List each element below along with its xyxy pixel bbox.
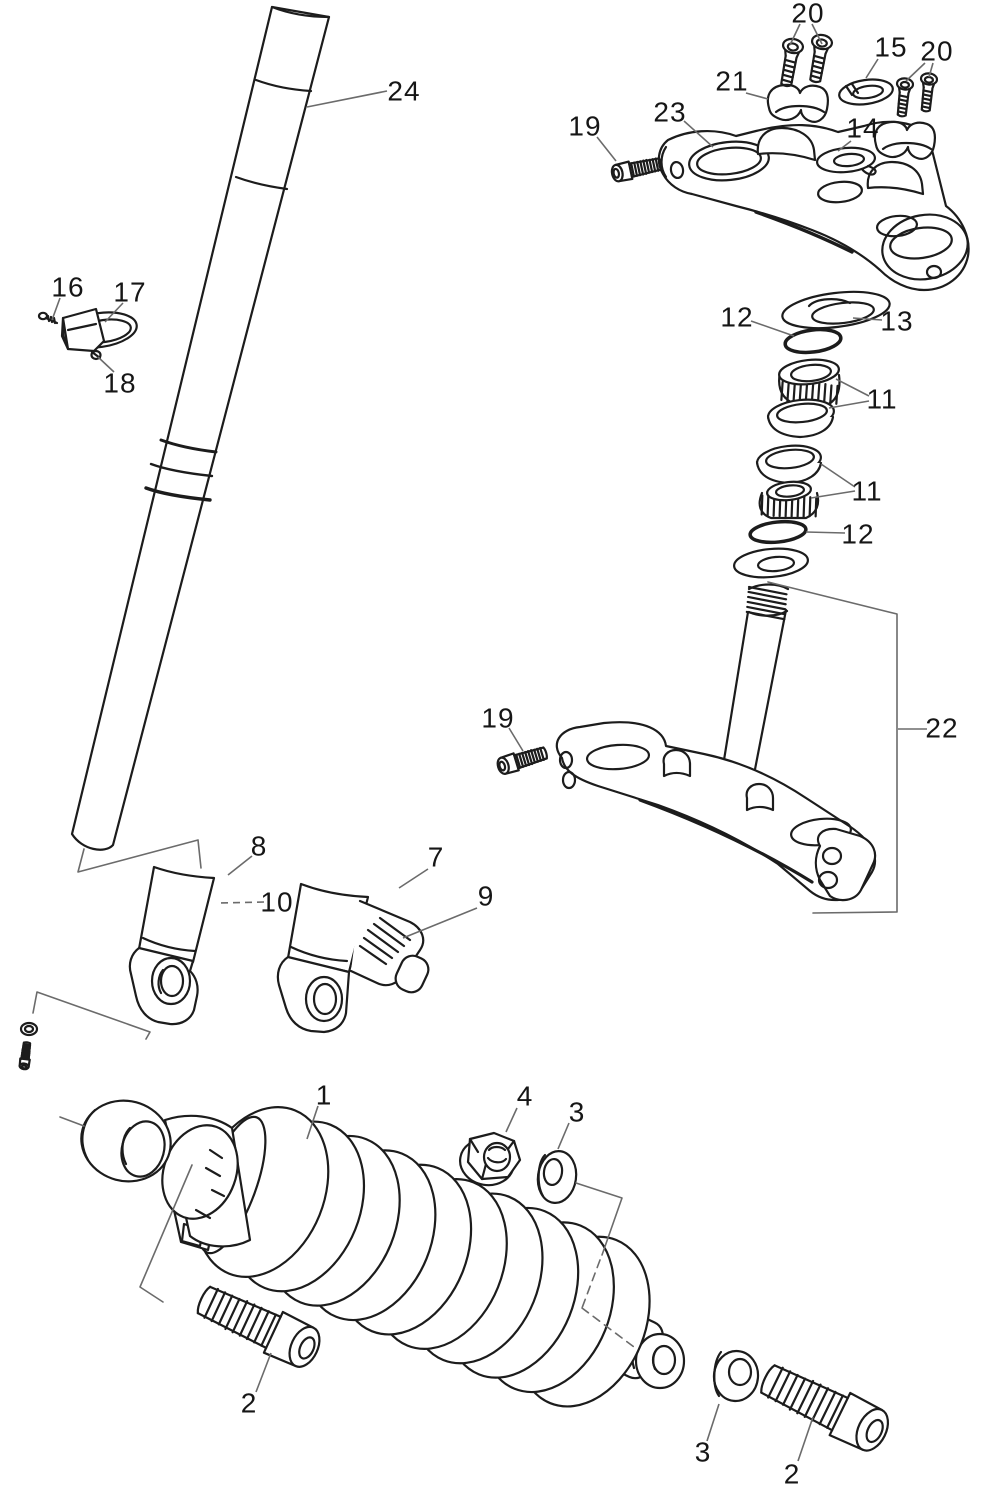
shock-upper-eyelet bbox=[80, 1099, 172, 1183]
leader-line bbox=[596, 136, 617, 162]
callout-label-16-1: 16 bbox=[51, 272, 84, 303]
leader-shock-eyelet bbox=[59, 1116, 85, 1127]
lock-nut bbox=[459, 1131, 522, 1187]
callout-label-2-25: 2 bbox=[241, 1388, 258, 1419]
lower-triple-clamp bbox=[555, 583, 877, 902]
callout-label-20-4: 20 bbox=[791, 0, 824, 29]
leader-line bbox=[789, 23, 801, 46]
leader-line bbox=[306, 90, 388, 108]
leader-line bbox=[683, 120, 714, 148]
leader-line bbox=[928, 62, 934, 78]
callout-label-20-6: 20 bbox=[920, 36, 953, 67]
handlebar-riser-left bbox=[756, 126, 817, 162]
leader-line bbox=[706, 1403, 720, 1442]
shock-washer-lower bbox=[712, 1349, 760, 1403]
leader-line bbox=[905, 62, 926, 82]
callout-label-9-21: 9 bbox=[478, 881, 495, 912]
shock-washer-upper bbox=[536, 1150, 578, 1204]
leader-line bbox=[852, 317, 883, 321]
callout-label-11-14: 11 bbox=[851, 476, 882, 507]
callout-label-3-24: 3 bbox=[569, 1097, 586, 1128]
bearing-race-upper bbox=[766, 398, 835, 439]
leader-line bbox=[218, 901, 265, 904]
leader-line bbox=[104, 302, 124, 323]
clamp-screw-icon bbox=[37, 311, 59, 325]
shock-absorber bbox=[80, 1099, 686, 1408]
o-ring-lower bbox=[748, 519, 808, 545]
caliper-bracket bbox=[349, 899, 430, 994]
callout-label-12-12: 12 bbox=[720, 302, 753, 333]
leader-line bbox=[255, 1352, 272, 1393]
callout-label-23-8: 23 bbox=[653, 97, 686, 128]
callout-label-1-22: 1 bbox=[316, 1080, 333, 1111]
bracket-shock-inner bbox=[139, 1164, 193, 1303]
bracket-lower-left bbox=[32, 991, 151, 1040]
callout-label-15-5: 15 bbox=[874, 32, 907, 63]
fork-slider-right bbox=[276, 882, 430, 1034]
leader-line bbox=[865, 58, 879, 79]
leader-line bbox=[505, 1107, 518, 1133]
leader-line bbox=[306, 1105, 319, 1140]
callout-label-10-20: 10 bbox=[260, 887, 293, 918]
hidden-axis-dashed bbox=[581, 1259, 639, 1351]
leader-line bbox=[797, 1416, 814, 1462]
callout-label-11-13: 11 bbox=[866, 384, 897, 415]
callout-label-3-26: 3 bbox=[695, 1437, 712, 1468]
handlebar-clamp-cap-right bbox=[873, 120, 936, 160]
bearing-cone-lower bbox=[758, 480, 820, 520]
leader-line bbox=[227, 855, 253, 876]
leader-line bbox=[811, 23, 823, 45]
leader-line bbox=[837, 140, 852, 152]
callout-label-21-7: 21 bbox=[715, 66, 748, 97]
leader-line bbox=[835, 378, 870, 397]
stem-washer bbox=[733, 547, 809, 579]
callout-label-2-27: 2 bbox=[784, 1459, 801, 1486]
fork-clamp bbox=[37, 307, 138, 361]
callout-label-7-19: 7 bbox=[428, 842, 445, 873]
leader-line bbox=[557, 1122, 570, 1150]
stem-lug bbox=[814, 827, 877, 902]
callout-label-17-2: 17 bbox=[113, 277, 146, 308]
coil-spring bbox=[194, 1106, 651, 1408]
leader-line bbox=[820, 463, 856, 488]
callout-label-19-16: 19 bbox=[481, 703, 514, 734]
lock-washer bbox=[838, 78, 894, 106]
leader-line bbox=[745, 92, 769, 100]
callout-label-8-18: 8 bbox=[251, 831, 268, 862]
o-ring-upper bbox=[783, 327, 843, 355]
bracket-part-22 bbox=[767, 581, 898, 914]
leader-line bbox=[398, 868, 429, 889]
callout-label-4-23: 4 bbox=[517, 1081, 534, 1112]
tab-washer bbox=[815, 146, 877, 176]
bracket-washer-upper bbox=[575, 1182, 623, 1256]
callout-label-13-11: 13 bbox=[880, 306, 913, 337]
callout-label-19-9: 19 bbox=[568, 111, 601, 142]
callout-label-18-3: 18 bbox=[103, 368, 136, 399]
small-bolt-washer bbox=[18, 1021, 39, 1071]
bearing-race-lower bbox=[755, 444, 823, 485]
bracket-part-8 bbox=[77, 839, 202, 873]
handlebar-clamp-cap-left bbox=[766, 83, 829, 123]
callout-label-14-10: 14 bbox=[846, 113, 879, 144]
fork-tube bbox=[70, 5, 331, 851]
leader-line bbox=[51, 297, 61, 321]
upper-triple-clamp bbox=[657, 120, 970, 292]
leader-line bbox=[828, 400, 870, 409]
bearing-cone-upper bbox=[778, 358, 841, 408]
fork-slider-left bbox=[128, 865, 216, 1026]
leader-line bbox=[810, 490, 856, 499]
leader-line bbox=[750, 320, 795, 337]
leader-line bbox=[508, 727, 524, 752]
shock-lower-eyelet bbox=[631, 1332, 686, 1390]
leader-line bbox=[97, 356, 115, 373]
callout-label-24-0: 24 bbox=[387, 76, 420, 107]
leader-line bbox=[805, 531, 846, 534]
leader-line bbox=[402, 907, 478, 939]
callout-label-22-17: 22 bbox=[925, 713, 958, 744]
callout-label-12-15: 12 bbox=[841, 519, 874, 550]
